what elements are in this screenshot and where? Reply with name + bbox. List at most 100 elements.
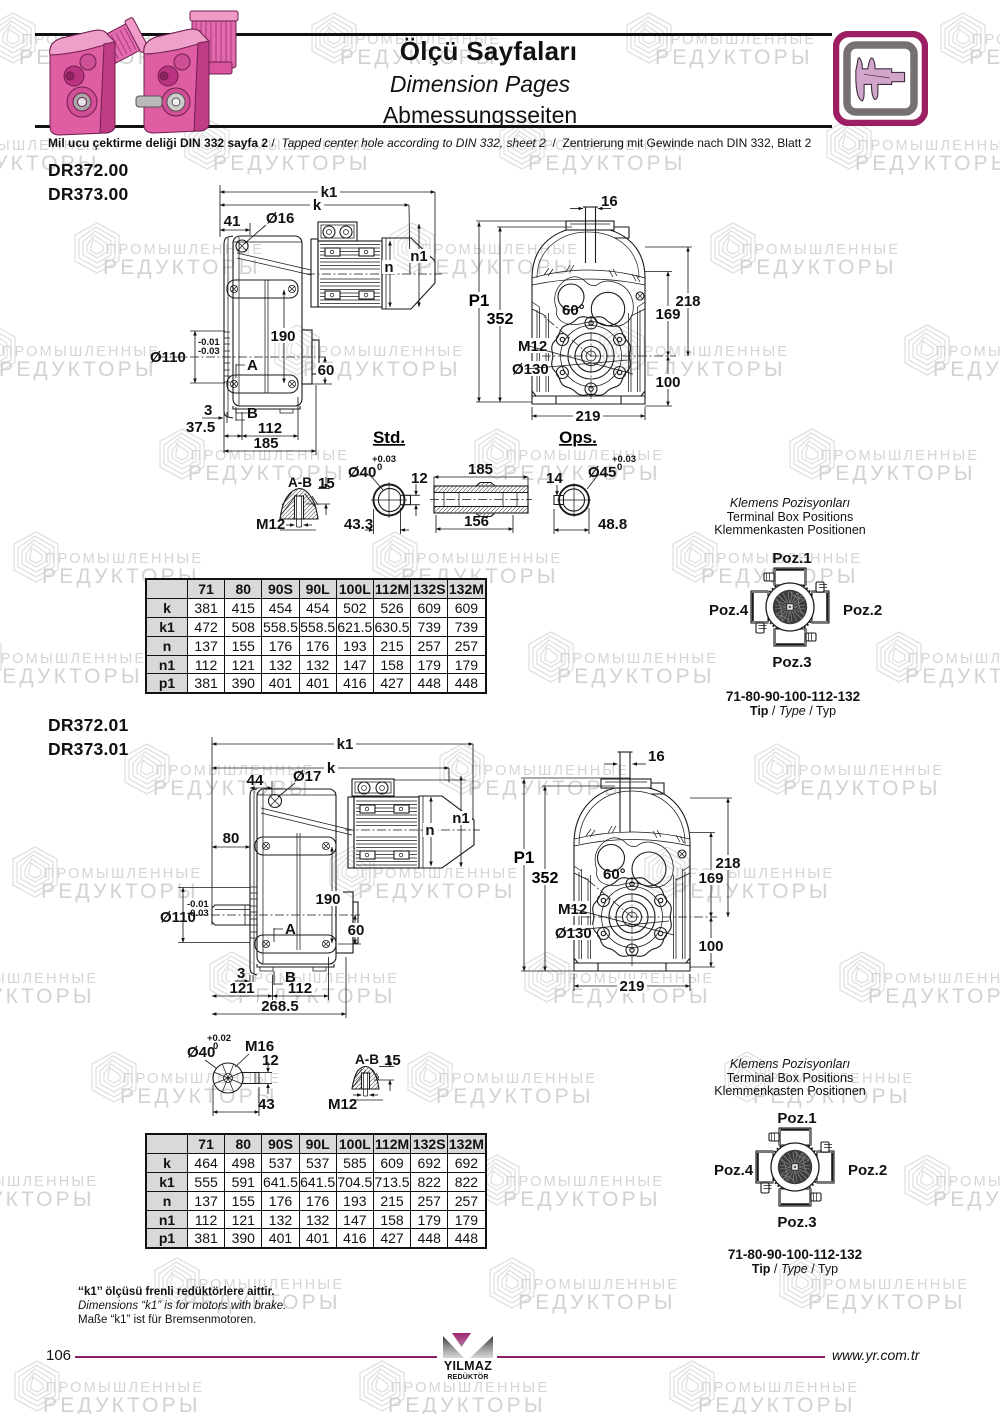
svg-text:A: A: [247, 357, 258, 374]
svg-text:41: 41: [224, 213, 241, 230]
svg-text:Poz.4: Poz.4: [714, 1162, 754, 1179]
svg-text:112: 112: [258, 420, 282, 437]
svg-text:0: 0: [377, 462, 382, 473]
svg-text:Terminal Box Positions: Terminal Box Positions: [727, 510, 853, 524]
svg-text:Tip / Type / Typ: Tip / Type / Typ: [750, 704, 836, 718]
svg-text:100: 100: [655, 374, 680, 391]
svg-text:Ø40: Ø40: [348, 464, 376, 481]
svg-text:71-80-90-100-112-132: 71-80-90-100-112-132: [728, 1247, 862, 1262]
svg-text:n: n: [384, 259, 393, 276]
svg-text:48.8: 48.8: [598, 516, 627, 533]
svg-text:Terminal Box Positions: Terminal Box Positions: [727, 1071, 853, 1085]
svg-text:169: 169: [655, 306, 680, 323]
svg-text:71-80-90-100-112-132: 71-80-90-100-112-132: [726, 689, 860, 704]
svg-text:Ø130: Ø130: [512, 361, 549, 378]
svg-text:Ø110: Ø110: [150, 349, 186, 366]
svg-text:B: B: [285, 969, 296, 986]
svg-text:Ø16: Ø16: [266, 210, 294, 227]
svg-text:Ø40: Ø40: [187, 1044, 215, 1061]
svg-text:16: 16: [601, 193, 618, 210]
svg-text:Poz.3: Poz.3: [772, 654, 811, 671]
svg-text:Ø17: Ø17: [293, 768, 321, 785]
svg-text:60°: 60°: [603, 866, 626, 883]
svg-text:Poz.1: Poz.1: [777, 1110, 816, 1127]
svg-text:16: 16: [648, 748, 665, 765]
svg-text:M12: M12: [328, 1096, 357, 1113]
svg-text:k1: k1: [337, 736, 354, 753]
svg-text:A-B: A-B: [288, 475, 312, 490]
svg-text:+0.03: +0.03: [612, 454, 636, 465]
svg-text:+0.03: +0.03: [372, 454, 396, 465]
svg-text:A-B: A-B: [355, 1052, 379, 1067]
svg-text:Ø110: Ø110: [160, 909, 196, 926]
svg-text:352: 352: [487, 311, 514, 328]
svg-text:60°: 60°: [562, 302, 585, 319]
svg-text:60: 60: [348, 922, 365, 939]
svg-text:Klemens Pozisyonları: Klemens Pozisyonları: [730, 496, 850, 510]
svg-text:352: 352: [532, 870, 559, 887]
svg-text:219: 219: [619, 978, 644, 995]
svg-text:k: k: [327, 760, 336, 777]
svg-text:M12: M12: [558, 901, 587, 918]
svg-text:112: 112: [288, 980, 312, 997]
svg-text:156: 156: [464, 513, 489, 530]
svg-text:190: 190: [315, 891, 340, 908]
svg-text:B: B: [247, 405, 258, 422]
svg-text:60: 60: [318, 362, 335, 379]
svg-text:Poz.3: Poz.3: [777, 1214, 816, 1231]
svg-text:n1: n1: [452, 810, 470, 827]
svg-text:15: 15: [384, 1052, 401, 1069]
svg-text:YILMAZ: YILMAZ: [444, 1359, 492, 1373]
svg-text:43.3: 43.3: [344, 516, 373, 533]
svg-text:44: 44: [247, 772, 264, 789]
svg-text:121: 121: [229, 980, 254, 997]
svg-text:Poz.1: Poz.1: [772, 550, 811, 567]
svg-text:169: 169: [698, 870, 723, 887]
svg-text:Tip / Type / Typ: Tip / Type / Typ: [752, 1262, 838, 1276]
svg-text:n: n: [425, 822, 434, 839]
svg-text:M16: M16: [245, 1038, 274, 1055]
svg-text:Klemmenkasten Positionen: Klemmenkasten Positionen: [714, 523, 866, 537]
svg-text:A: A: [285, 921, 296, 938]
svg-text:-0.01: -0.01: [187, 899, 209, 910]
svg-text:M12: M12: [518, 338, 547, 355]
svg-text:Std.: Std.: [373, 428, 405, 447]
svg-text:3: 3: [204, 402, 212, 419]
svg-text:-0.01: -0.01: [198, 337, 220, 348]
svg-text:219: 219: [575, 408, 600, 425]
svg-text:-0.03: -0.03: [187, 908, 209, 919]
svg-text:80: 80: [223, 830, 240, 847]
svg-text:+0.02: +0.02: [207, 1033, 231, 1044]
svg-text:Ø45: Ø45: [588, 464, 616, 481]
svg-text:185: 185: [468, 461, 493, 478]
svg-text:k1: k1: [321, 184, 338, 201]
svg-text:REDÜKTÖR: REDÜKTÖR: [447, 1372, 488, 1381]
svg-text:Klemens Pozisyonları: Klemens Pozisyonları: [730, 1057, 850, 1071]
svg-text:Klemmenkasten Positionen: Klemmenkasten Positionen: [714, 1084, 866, 1098]
svg-text:Poz.4: Poz.4: [709, 602, 749, 619]
svg-text:37.5: 37.5: [186, 419, 215, 436]
svg-text:P1: P1: [514, 848, 535, 867]
svg-text:P1: P1: [469, 291, 490, 310]
svg-text:3: 3: [237, 965, 245, 982]
svg-text:43: 43: [258, 1096, 275, 1113]
svg-text:0: 0: [213, 1041, 218, 1052]
svg-text:-0.03: -0.03: [198, 346, 220, 357]
svg-text:14: 14: [546, 470, 563, 487]
svg-text:185: 185: [253, 435, 278, 452]
svg-text:Ops.: Ops.: [559, 428, 597, 447]
svg-text:Poz.2: Poz.2: [848, 1162, 887, 1179]
svg-text:268.5: 268.5: [261, 998, 299, 1015]
svg-text:218: 218: [675, 293, 700, 310]
svg-text:n1: n1: [410, 248, 428, 265]
svg-text:0: 0: [617, 462, 622, 473]
svg-text:12: 12: [411, 470, 428, 487]
svg-text:218: 218: [715, 855, 740, 872]
svg-text:Poz.2: Poz.2: [843, 602, 882, 619]
svg-text:k: k: [313, 197, 322, 214]
svg-text:100: 100: [698, 938, 723, 955]
svg-text:M12: M12: [256, 516, 285, 533]
svg-text:190: 190: [270, 328, 295, 345]
svg-text:12: 12: [262, 1052, 279, 1069]
svg-text:Ø130: Ø130: [555, 925, 592, 942]
